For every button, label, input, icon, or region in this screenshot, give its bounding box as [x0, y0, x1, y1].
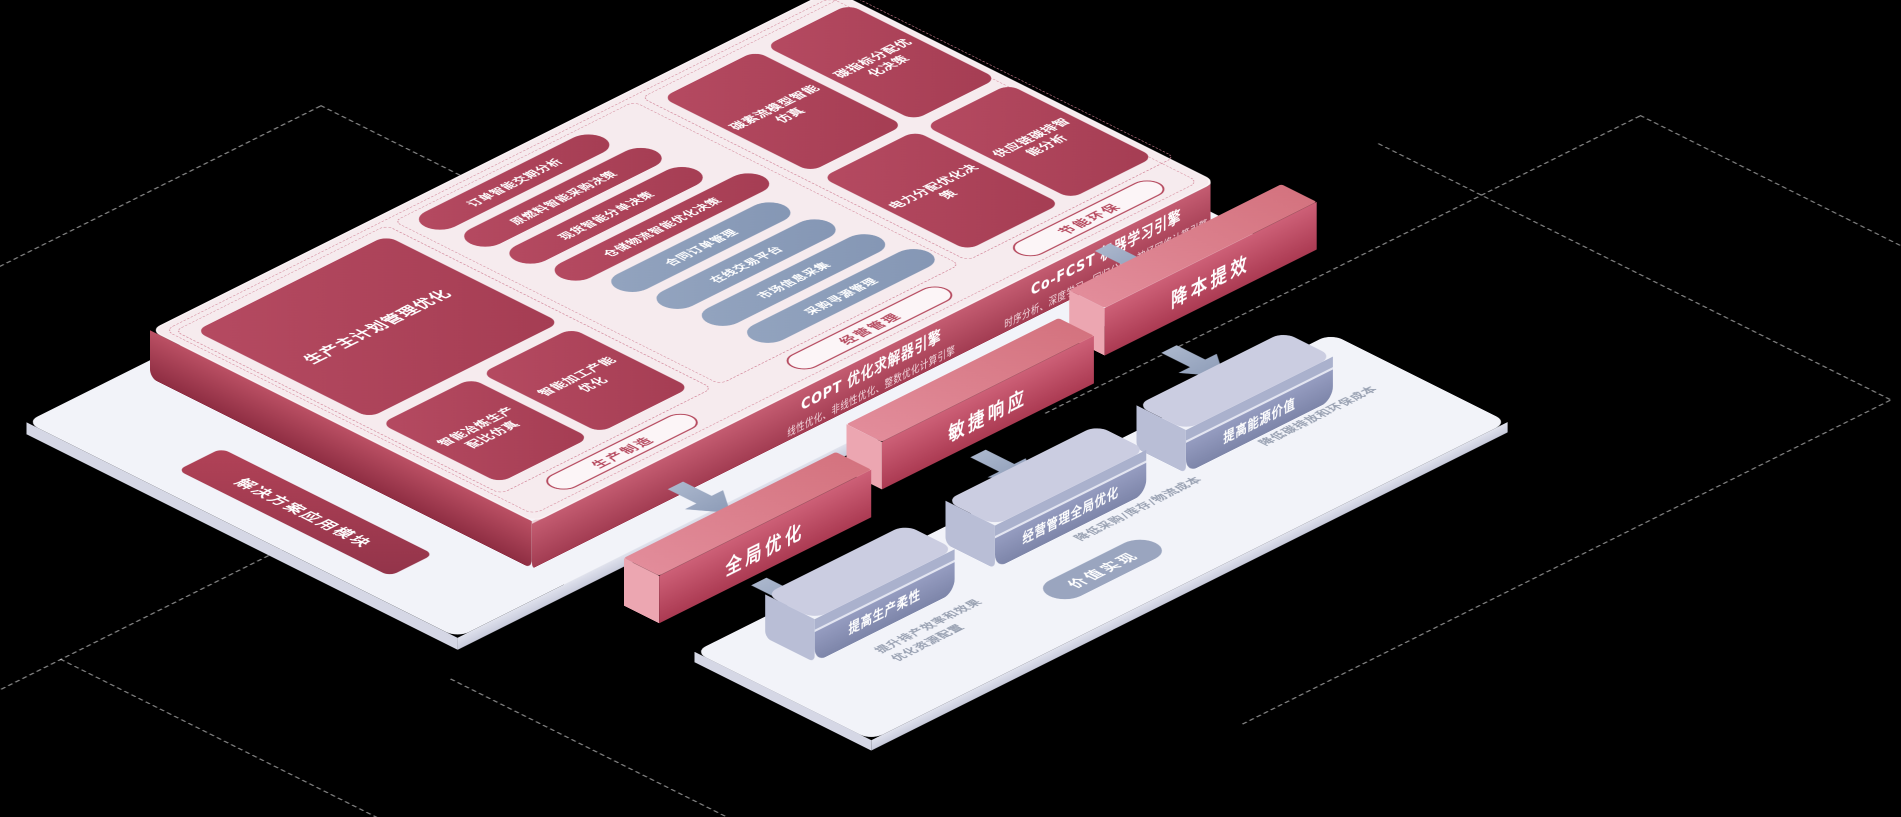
grid-line: [0, 537, 305, 772]
grid-line: [59, 658, 472, 817]
value-realization-label: 价值实现: [1033, 535, 1172, 604]
grid-line: [1377, 143, 1891, 400]
grid-line: [1639, 114, 1901, 364]
